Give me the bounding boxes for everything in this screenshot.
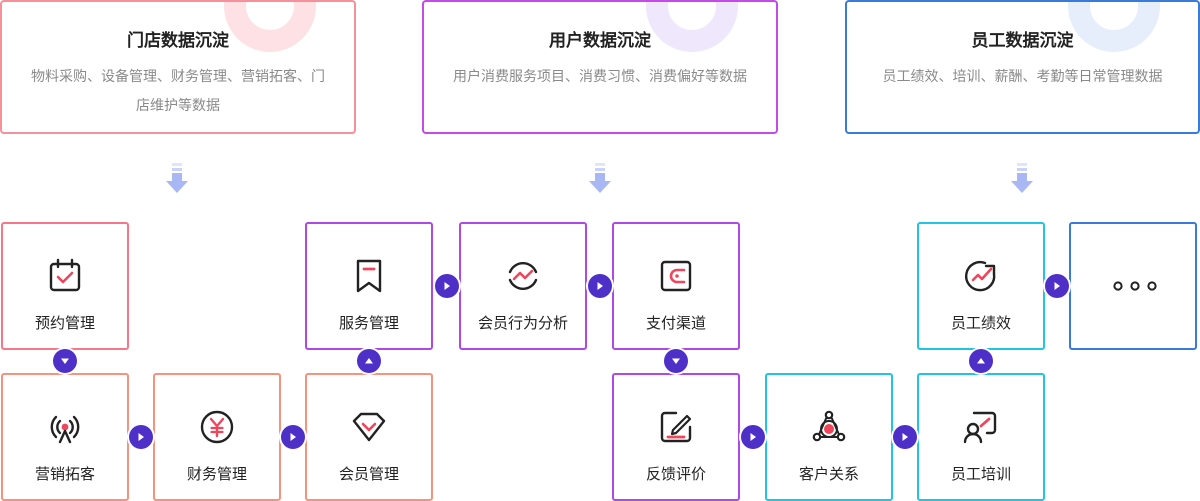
user-data-card: 用户数据沉淀 用户消费服务项目、消费习惯、消费偏好等数据: [422, 0, 778, 134]
connector-right-icon: [893, 425, 917, 449]
connector-up-icon: [357, 349, 381, 373]
box-label: 营销拓客: [34, 465, 95, 483]
box-appointment: 预约管理: [1, 222, 129, 350]
bookmark-icon: [356, 259, 382, 293]
box-label: 员工绩效: [950, 314, 1011, 332]
yen-icon: [200, 410, 234, 444]
box-payment: 支付渠道: [612, 222, 740, 350]
box-finance: 财务管理: [153, 373, 281, 501]
box-label: 服务管理: [338, 314, 399, 332]
box-staff-performance: 员工绩效: [917, 222, 1045, 350]
box-label: 员工培训: [950, 465, 1011, 483]
user-data-title: 用户数据沉淀: [549, 31, 651, 51]
box-marketing: 营销拓客: [1, 373, 129, 501]
calendar-check-icon: [49, 258, 81, 292]
staff-data-desc: 员工绩效、培训、薪酬、考勤等日常管理数据: [882, 69, 1163, 85]
down-arrow-icon: [166, 163, 188, 193]
growth-icon: [964, 260, 996, 292]
down-arrow-icon: [1011, 163, 1033, 193]
store-data-card: 门店数据沉淀 物料采购、设备管理、财务管理、营销拓客、门店维护等数据: [0, 0, 356, 134]
box-label: 预约管理: [34, 314, 95, 332]
connector-right-icon: [129, 425, 153, 449]
box-label: 反馈评价: [645, 465, 706, 483]
staff-data-card: 员工数据沉淀 员工绩效、培训、薪酬、考勤等日常管理数据: [845, 0, 1200, 134]
box-member: 会员管理: [305, 373, 433, 501]
down-arrow-icon: [589, 163, 611, 193]
box-staff-training: 员工培训: [917, 373, 1045, 501]
box-label: 财务管理: [186, 465, 247, 483]
connector-right-icon: [588, 274, 612, 298]
connector-right-icon: [741, 425, 765, 449]
diamond-icon: [352, 412, 386, 442]
store-data-desc: 物料采购、设备管理、财务管理、营销拓客、门店维护等数据: [31, 69, 325, 114]
trend-circle-icon: [508, 262, 538, 290]
wallet-icon: [660, 260, 692, 292]
box-member-analysis: 会员行为分析: [459, 222, 587, 350]
box-service: 服务管理: [305, 222, 433, 350]
store-data-title: 门店数据沉淀: [127, 31, 229, 51]
connector-right-icon: [281, 425, 305, 449]
connector-right-icon: [1045, 274, 1069, 298]
box-label: 会员管理: [338, 465, 399, 483]
box-label: 客户关系: [798, 465, 859, 483]
box-label: 支付渠道: [645, 314, 706, 332]
edit-icon: [660, 411, 692, 443]
connector-down-icon: [664, 349, 688, 373]
more-icon: [1113, 281, 1157, 291]
network-icon: [812, 410, 846, 442]
connector-up-icon: [969, 349, 993, 373]
box-more: [1069, 222, 1197, 350]
broadcast-icon: [50, 415, 80, 444]
box-customer-relation: 客户关系: [765, 373, 893, 501]
staff-data-title: 员工数据沉淀: [971, 31, 1074, 51]
user-data-desc: 用户消费服务项目、消费习惯、消费偏好等数据: [453, 69, 747, 85]
training-icon: [963, 411, 997, 444]
box-label: 会员行为分析: [477, 314, 568, 332]
connector-down-icon: [53, 349, 77, 373]
box-feedback: 反馈评价: [612, 373, 740, 501]
connector-right-icon: [435, 274, 459, 298]
